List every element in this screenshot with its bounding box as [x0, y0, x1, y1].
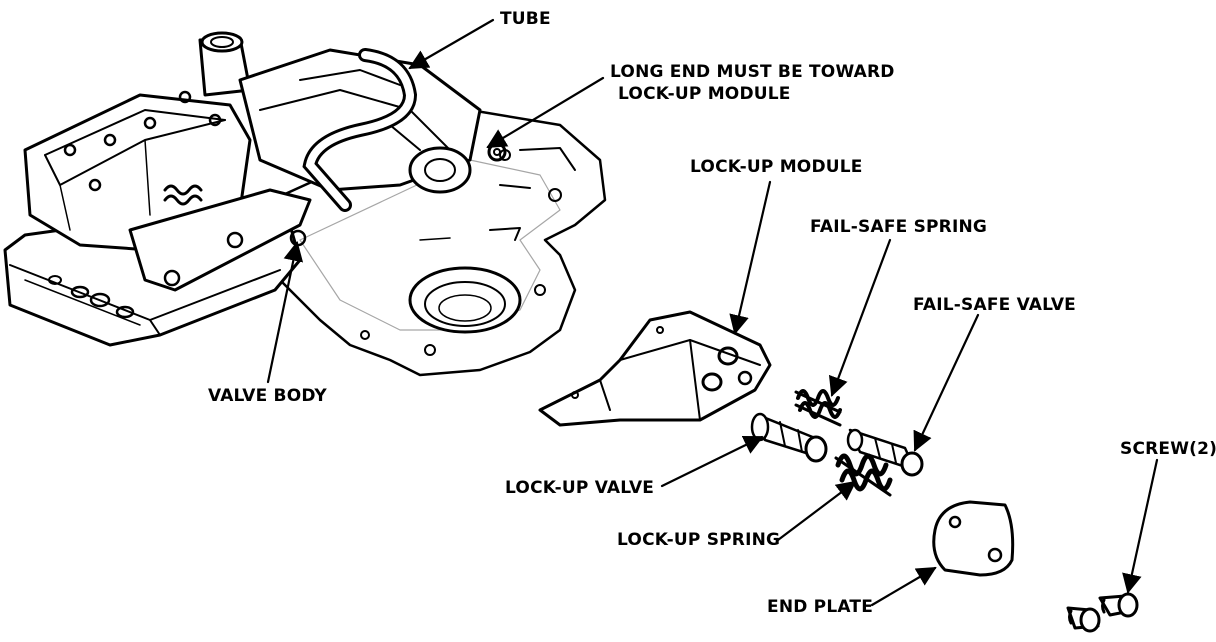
label-lockup-valve: LOCK-UP VALVE [505, 478, 655, 498]
housing-bolts [63, 90, 222, 192]
label-long-end-line2: LOCK-UP MODULE [618, 84, 791, 104]
label-valve-body: VALVE BODY [208, 386, 327, 406]
label-long-end-line1: LONG END MUST BE TOWARD [610, 62, 895, 82]
leader-long-end [486, 76, 605, 149]
failsafe-valve [846, 428, 924, 477]
label-screw: SCREW(2) [1120, 439, 1216, 459]
leader-lines [266, 18, 1159, 607]
leader-failsafe-spring [828, 238, 892, 397]
leader-failsafe-valve [913, 313, 980, 452]
label-tube: TUBE [500, 9, 551, 29]
leader-screw [1122, 458, 1159, 594]
label-lockup-module: LOCK-UP MODULE [690, 157, 863, 177]
leader-valve-body [266, 241, 304, 384]
lockup-spring [834, 453, 893, 497]
failsafe-spring [794, 389, 842, 427]
leader-lockup-valve [660, 435, 764, 488]
label-failsafe-spring: FAIL-SAFE SPRING [810, 217, 988, 237]
end-plate [932, 500, 1015, 577]
valve-body [3, 31, 607, 377]
screws [1066, 592, 1139, 633]
leader-lockup-spring [776, 480, 857, 542]
label-end-plate: END PLATE [767, 597, 874, 617]
leader-lockup-module [729, 180, 772, 335]
label-lockup-spring: LOCK-UP SPRING [617, 530, 781, 550]
label-failsafe-valve: FAIL-SAFE VALVE [913, 295, 1076, 315]
leader-tube [408, 18, 495, 70]
leader-end-plate [870, 566, 937, 607]
tube [302, 48, 418, 212]
lockup-valve [750, 412, 828, 463]
label-long-end: LONG END MUST BE TOWARD LOCK-UP MODULE [610, 61, 895, 105]
lockup-module [538, 310, 772, 427]
